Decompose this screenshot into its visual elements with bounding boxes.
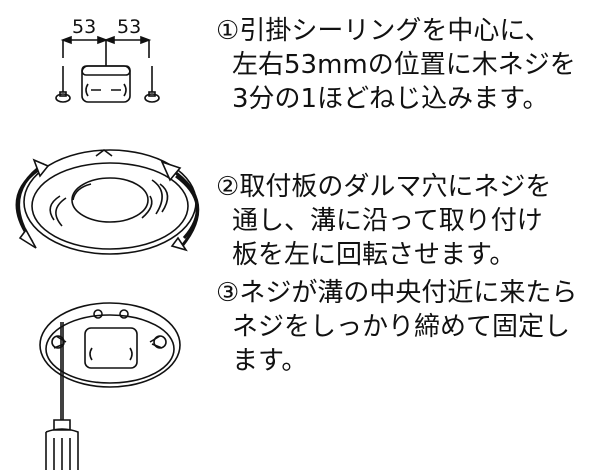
step-2-line-2: 通し、溝に沿って取り付け (232, 206, 543, 236)
step-3-line-1: ネジが溝の中央付近に来たら (239, 278, 578, 308)
rotate-left-arrow-icon (15, 158, 50, 249)
ceiling-rosette-icon (81, 65, 131, 103)
step-1-number: ① (216, 16, 240, 46)
dimension-lines (60, 35, 152, 66)
step-3-number: ③ (216, 278, 240, 308)
screwdriver-fastening-figure (0, 270, 215, 470)
step-1: ①引掛シーリングを中心に、 左右53mmの位置に木ネジを 3分の1ほどねじ込みま… (216, 14, 608, 116)
rotate-right-arrow-icon (160, 160, 200, 252)
step-3-line-3: ます。 (232, 346, 308, 376)
screwdriver-icon (45, 322, 79, 470)
step-2-line-3: 板を左に回転させます。 (232, 240, 516, 270)
step-2-number: ② (216, 172, 240, 202)
step-1-line-1: 引掛シーリングを中心に、 (239, 16, 551, 46)
step-3-line-2: ネジをしっかり締めて固定し (232, 312, 571, 342)
step-3: ③ネジが溝の中央付近に来たら ネジをしっかり締めて固定し ます。 (216, 276, 608, 378)
step-2-line-1: 取付板のダルマ穴にネジを (239, 172, 552, 202)
dimension-right-label: 53 (117, 16, 141, 38)
left-screw-icon (55, 66, 71, 103)
mounting-plate-figure (0, 140, 215, 265)
ceiling-rosette-figure: 53 53 (0, 0, 215, 130)
step-1-line-3: 3分の1ほどねじ込みます。 (232, 84, 549, 114)
step-1-line-2: 左右53mmの位置に木ネジを (232, 50, 576, 80)
right-screw-icon (144, 66, 160, 103)
step-2: ②取付板のダルマ穴にネジを 通し、溝に沿って取り付け 板を左に回転させます。 (216, 170, 608, 272)
dimension-left-label: 53 (72, 16, 96, 38)
